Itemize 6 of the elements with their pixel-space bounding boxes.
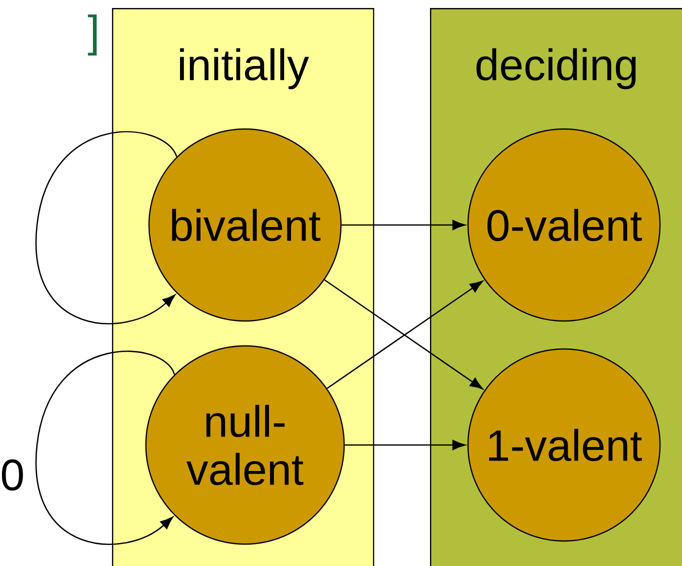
loop-arrow	[36, 350, 176, 545]
arrow	[342, 220, 466, 230]
slide-text-fragment: 0	[2, 459, 23, 491]
arrow	[344, 440, 466, 450]
slide-text-fragment: ]	[88, 14, 97, 56]
loop-arrow	[36, 131, 178, 324]
